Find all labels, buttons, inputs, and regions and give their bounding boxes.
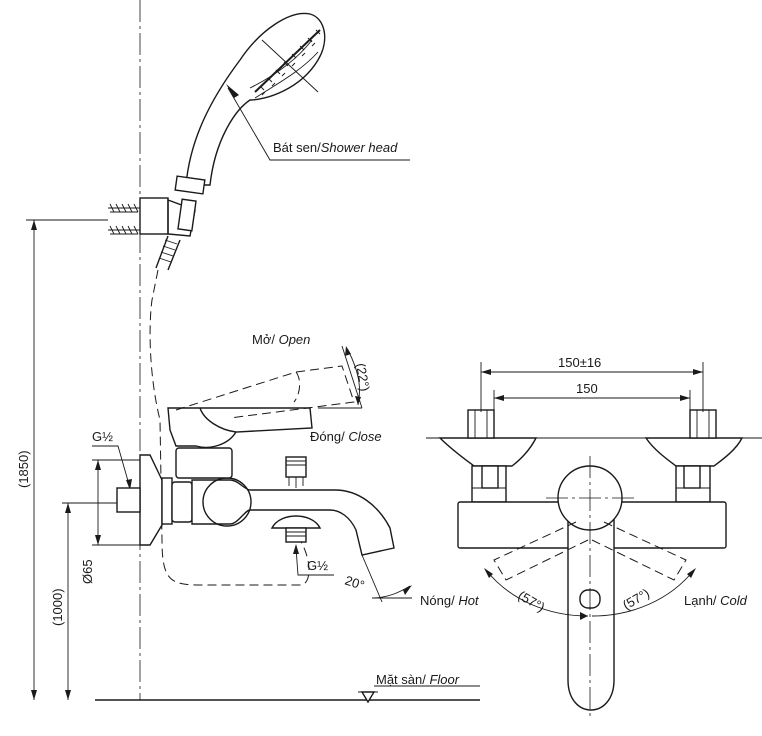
hot-angle-text: (57°) <box>516 588 548 615</box>
cold-label: Lạnh/ Cold <box>684 593 748 608</box>
spout-thread-label: G½ <box>307 558 328 573</box>
shower-head-label: Bát sen/Shower head <box>273 140 398 155</box>
floor-label: Mặt sàn/ Floor <box>376 672 460 687</box>
mixer-side-view <box>116 365 395 556</box>
lever-angle-22: (22°) <box>318 345 373 409</box>
shower-head-arrow <box>226 84 239 98</box>
spout-thread-leader <box>295 547 334 576</box>
wall-bracket <box>108 197 197 237</box>
inlet-thread-leader <box>92 445 131 489</box>
shower-head-leader <box>227 87 410 161</box>
dim-1850-text: (1850) <box>16 450 31 488</box>
spray-face <box>254 29 321 96</box>
inlet-thread-label: G½ <box>92 429 113 444</box>
close-label: Đóng/ Close <box>310 429 382 444</box>
dimension-1850: (1850) <box>16 219 108 700</box>
shower-hose <box>149 235 310 586</box>
dimension-1000: (1000) <box>50 502 118 700</box>
spout-angle-20: 20° <box>343 554 412 603</box>
dim-150-text: 150 <box>576 381 598 396</box>
angle-20-text: 20° <box>343 573 366 593</box>
dim-d65-text: Ø65 <box>80 559 95 584</box>
angle-22-text: (22°) <box>353 362 373 393</box>
dimension-150: 150 <box>493 381 691 412</box>
floor-symbol <box>358 685 480 704</box>
open-label: Mở/ Open <box>252 332 310 347</box>
shower-head <box>174 12 326 195</box>
dim-150-16-text: 150±16 <box>558 355 601 370</box>
dim-1000-text: (1000) <box>50 588 65 626</box>
hot-label: Nóng/ Hot <box>420 593 480 608</box>
cold-angle-text: (57°) <box>620 585 652 612</box>
dimension-150-16: 150±16 <box>480 355 704 412</box>
mixer-front-view <box>426 409 762 720</box>
